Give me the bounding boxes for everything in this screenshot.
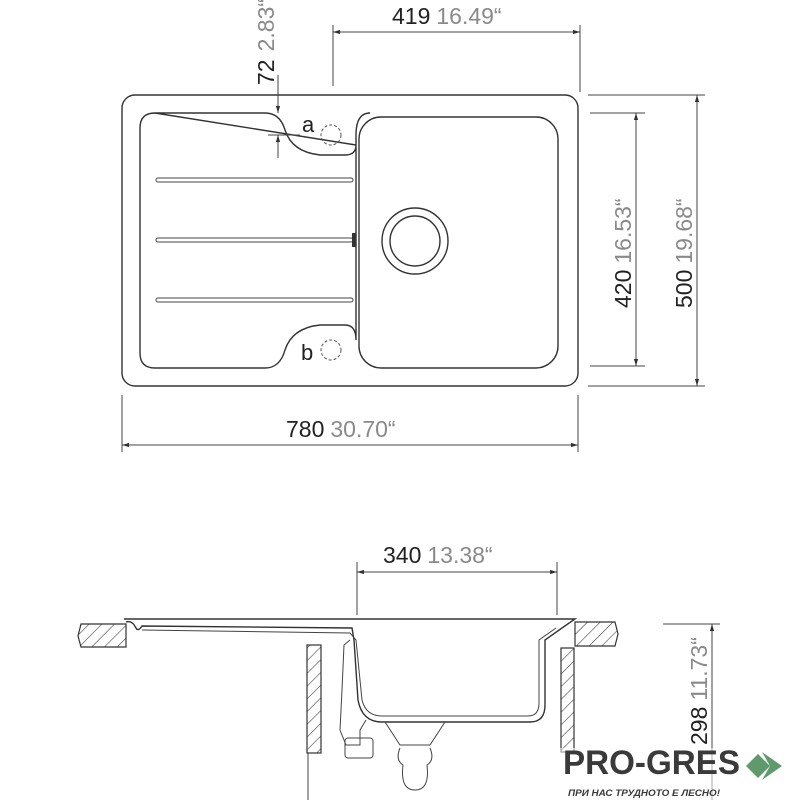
drain-trap	[397, 747, 433, 791]
dim-total-depth-label: 50019.68“	[671, 198, 697, 308]
cabinet-wall-right	[560, 647, 575, 753]
overflow-pipe	[339, 639, 367, 746]
countertop-right	[574, 621, 619, 647]
drainboard-ribs	[155, 177, 356, 303]
tap-hole-b	[320, 339, 342, 361]
pro-gres-logo: PRO-GRES ПРИ НАС ТРУДНОТО Е ЛЕСНО!	[560, 744, 795, 800]
drainboard-outline	[139, 112, 371, 369]
cabinet-wall-left	[306, 644, 322, 754]
drain-icon	[381, 207, 449, 275]
dim-offset-label: 722.83“	[253, 0, 279, 85]
logo-slogan: ПРИ НАС ТРУДНОТО Е ЛЕСНО!	[568, 788, 720, 799]
drain-strainer	[384, 721, 446, 746]
dim-height-label: 29811.73“	[686, 637, 712, 745]
logo-arrow-icon	[746, 752, 782, 780]
sink-profile	[124, 618, 578, 723]
dim-bowl-depth-label: 42016.53“	[610, 198, 636, 308]
logo-name: PRO-GRES	[563, 744, 740, 782]
tap-hole-a	[320, 124, 342, 146]
countertop-left	[77, 623, 127, 648]
sink-outline	[121, 94, 579, 387]
hole-a-label: a	[302, 112, 315, 137]
hole-b-label: b	[301, 340, 313, 365]
bowl-outline	[358, 116, 559, 369]
